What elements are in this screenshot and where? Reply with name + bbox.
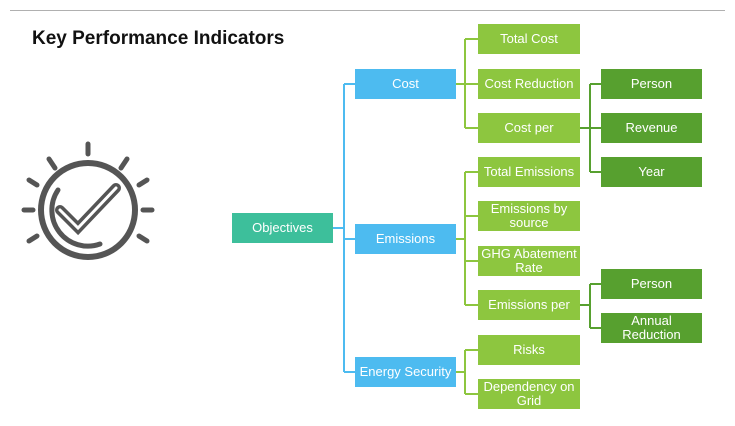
node-label: Energy Security — [359, 364, 452, 379]
node-label: Total Emissions — [483, 164, 575, 179]
node-dependency-on-grid: Dependency on Grid — [478, 379, 580, 409]
node-cost-per: Cost per — [478, 113, 580, 143]
node-emissions-by-source: Emissions by source — [478, 201, 580, 231]
node-label: Total Cost — [500, 31, 558, 46]
node-objectives: Objectives — [232, 213, 333, 243]
top-divider — [10, 10, 725, 11]
node-label: Dependency on Grid — [483, 379, 575, 408]
node-label: Cost Reduction — [484, 76, 574, 91]
node-cost-per-person: Person — [601, 69, 702, 99]
node-cost-reduction: Cost Reduction — [478, 69, 580, 99]
node-label: Revenue — [625, 120, 678, 135]
node-total-emissions: Total Emissions — [478, 157, 580, 187]
node-emissions-per: Emissions per — [478, 290, 580, 320]
node-label: Emissions — [375, 231, 436, 246]
node-energy-security: Energy Security — [355, 357, 456, 387]
node-cost-per-revenue: Revenue — [601, 113, 702, 143]
page-title: Key Performance Indicators — [32, 28, 285, 49]
node-ghg-abatement-rate: GHG Abatement Rate — [478, 246, 580, 276]
node-label: Risks — [513, 342, 545, 357]
node-label: Objectives — [252, 220, 313, 235]
node-emissions-per-person: Person — [601, 269, 702, 299]
node-label: Person — [630, 276, 673, 291]
node-label: Annual Reduction — [622, 313, 681, 342]
checkmark-badge-icon — [21, 141, 155, 260]
node-cost: Cost — [355, 69, 456, 99]
node-label: GHG Abatement Rate — [481, 246, 577, 275]
node-emissions-per-annual-reduction: Annual Reduction — [601, 313, 702, 343]
node-cost-per-year: Year — [601, 157, 702, 187]
node-label: Person — [630, 76, 673, 91]
node-label: Year — [638, 164, 665, 179]
node-label: Emissions per — [488, 297, 570, 312]
node-label: Cost per — [504, 120, 554, 135]
node-label: Emissions by source — [490, 201, 568, 230]
node-total-cost: Total Cost — [478, 24, 580, 54]
node-risks: Risks — [478, 335, 580, 365]
node-label: Cost — [392, 76, 419, 91]
node-emissions: Emissions — [355, 224, 456, 254]
